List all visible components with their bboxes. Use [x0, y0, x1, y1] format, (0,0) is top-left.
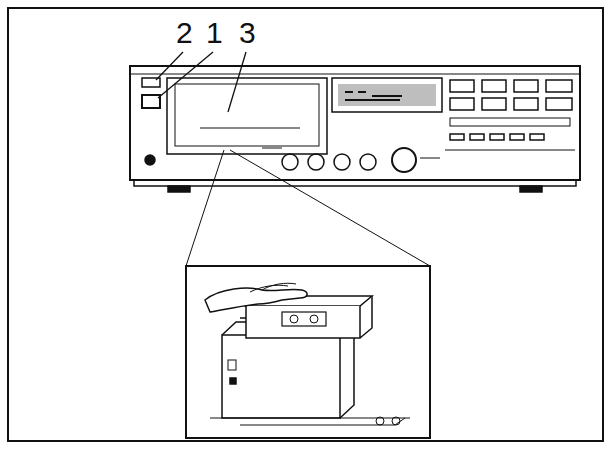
display-segments — [345, 92, 402, 100]
deck-base — [134, 180, 576, 186]
transport-buttons — [445, 80, 575, 150]
hand — [205, 288, 307, 312]
zoom-lines — [186, 150, 430, 266]
headphone-jack — [145, 155, 155, 165]
cassette-door — [167, 78, 327, 154]
door-line — [200, 128, 300, 129]
control-knobs — [262, 148, 440, 172]
deck-body — [130, 66, 580, 180]
callout-number: 1 — [206, 18, 223, 48]
cassette-window — [175, 84, 319, 146]
foot — [520, 186, 542, 192]
deck-drawing — [8, 8, 603, 441]
inset-frame — [186, 266, 430, 438]
foot — [168, 186, 190, 192]
top-edge — [130, 74, 580, 75]
figure-frame — [8, 8, 603, 441]
display-window — [338, 84, 436, 106]
chassis — [210, 418, 410, 425]
display — [332, 78, 442, 112]
eject-button — [142, 95, 160, 108]
compartment — [222, 335, 340, 418]
leader-lines — [156, 52, 246, 112]
callout-number: 2 — [176, 18, 193, 48]
callout-number: 3 — [239, 18, 256, 48]
inset-cassette-insertion — [205, 283, 410, 425]
